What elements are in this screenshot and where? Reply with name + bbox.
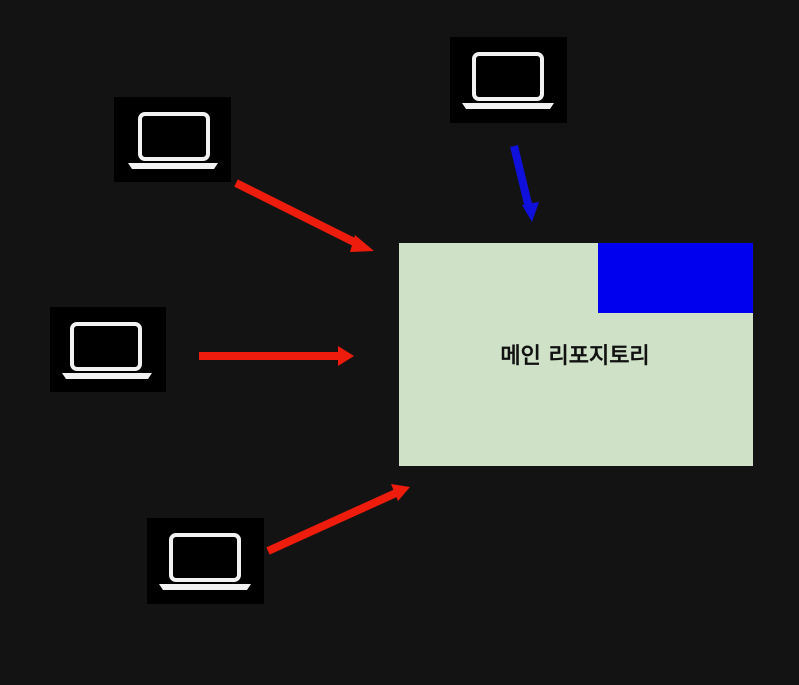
laptop-middle-left — [50, 307, 166, 392]
push-arrow-top-left — [234, 179, 374, 252]
pull-arrow-top — [510, 145, 539, 222]
laptop-icon — [128, 112, 218, 169]
push-arrow-middle-left — [199, 346, 354, 366]
laptop-top — [450, 37, 567, 123]
push-arrow-bottom-left — [266, 484, 410, 555]
repository-label: 메인 리포지토리 — [500, 344, 650, 369]
laptop-icon — [462, 52, 554, 109]
laptop-icon — [159, 533, 251, 590]
laptop-top-left — [114, 97, 231, 182]
laptop-icon — [62, 322, 152, 379]
laptop-bottom-left — [147, 518, 264, 604]
repository-accent-block — [598, 243, 753, 313]
